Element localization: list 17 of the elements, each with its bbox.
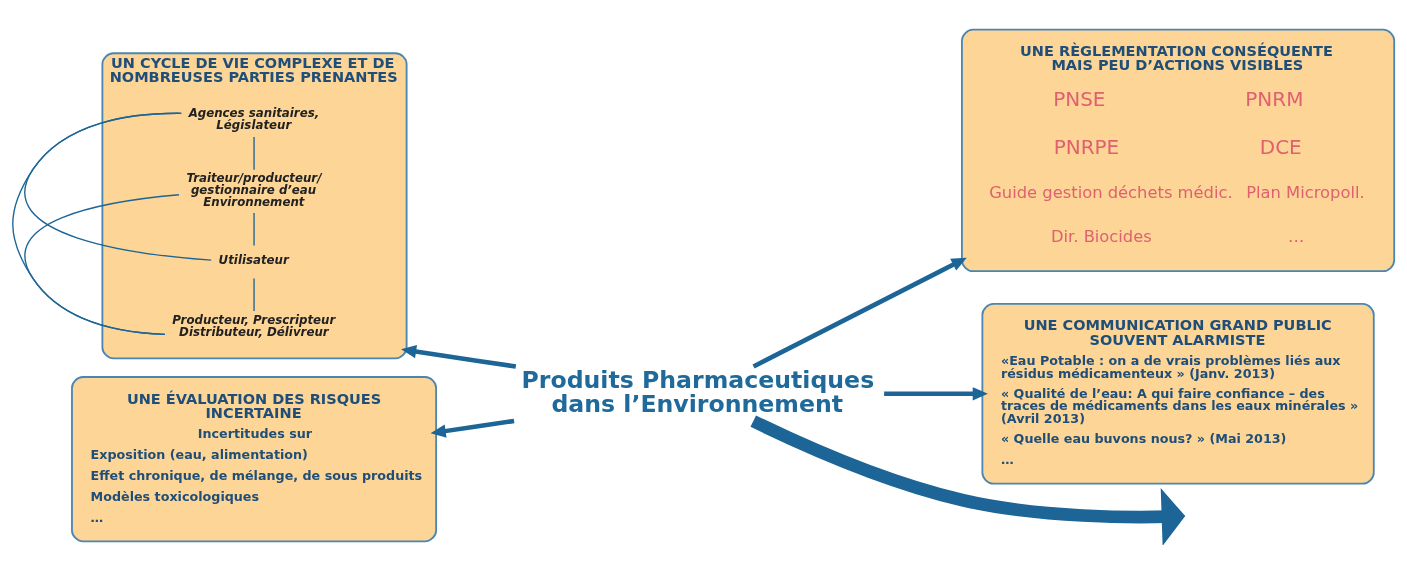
node-text: Produits Pharmaceutiques dans l’Environnement [521,365,875,418]
node-box: UNE RÈGLEMENTATION CONSÉQUENTE MAIS PEU D’ACTIONS VISIBLES PNSE PNRM PNRPE DCE Guide gestion déchets médic. Plan Micropoll. Dir. Biocides … [961,28,1396,272]
connector [253,211,255,246]
node-text: Producteur, Prescripteur Distributeur, Délivreur [172,312,336,339]
connector [253,135,255,170]
node-text: Utilisateur [218,252,289,267]
arrow [430,418,515,438]
connector [253,277,255,312]
arrow [752,257,967,368]
node-box: UNE COMMUNICATION GRAND PUBLIC SOUVENT ALARMISTE «Eau Potable : on a de vrais problèmes liés aux résidus médicamenteux » (Janv. 2013) « Qualité de l’eau: A qui faire confiance – des traces de médicaments dans les eaux minérales » (Avril 2013) « Quelle eau buvons nous? » (Mai 2013) … [981,302,1375,485]
node-text: Agences sanitaires, Législateur [188,105,320,132]
node-box: UNE ÉVALUATION DES RISQUES INCERTAINE Incertitudes sur Exposition (eau, alimentation) Effet chronique, de mélange, de sous produits Modèles toxicologiques … [71,375,438,542]
arrow [884,386,988,400]
node-text: Traiteur/producteur/ gestionnaire d’eau Environnement [186,170,322,209]
connector [24,112,212,261]
arrow [401,344,517,369]
arrow [750,414,1186,545]
